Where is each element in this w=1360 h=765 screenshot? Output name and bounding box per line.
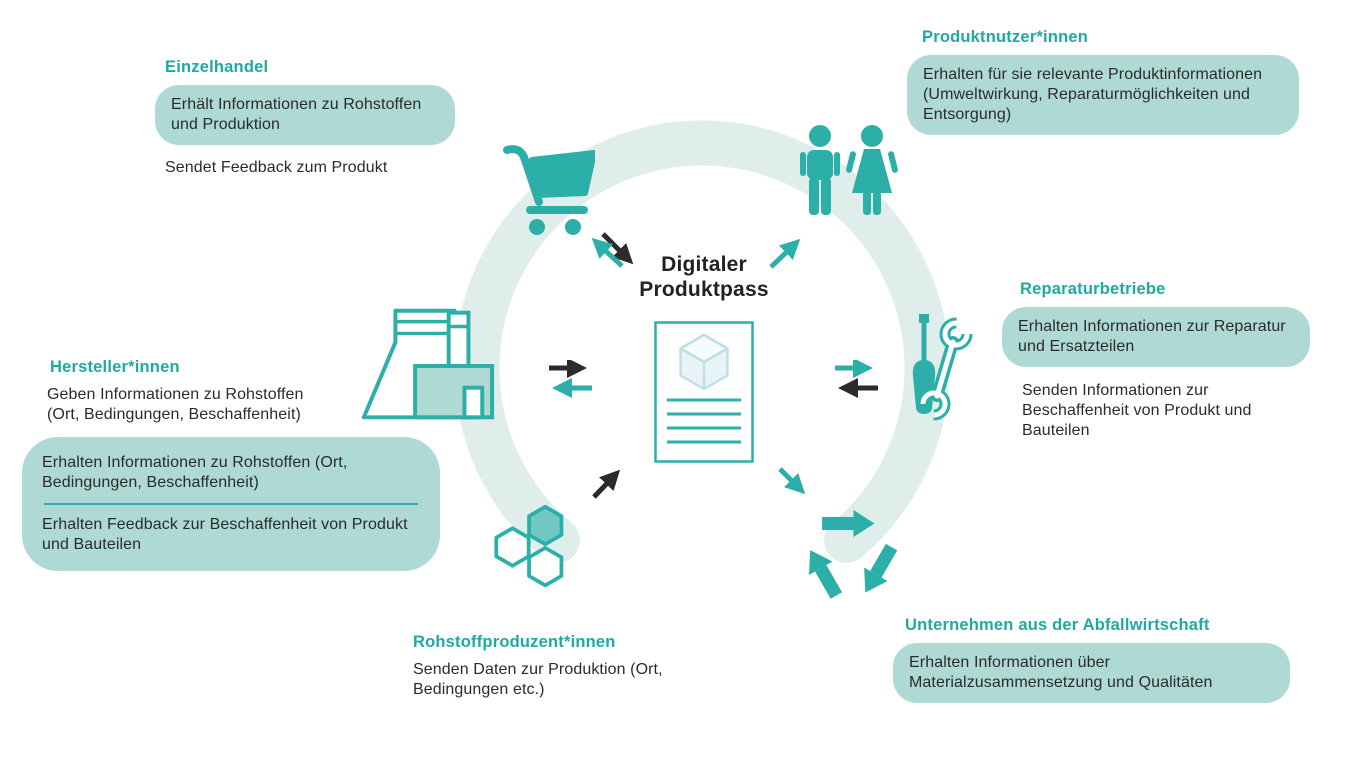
einzelhandel-pill: Erhält Informationen zu Rohstoffen und P… (155, 85, 455, 145)
product-passport-document-icon (654, 321, 754, 463)
recycle-icon (808, 509, 898, 599)
hexagons-icon (494, 504, 564, 588)
shopping-cart-icon (503, 145, 595, 235)
abfallwirtschaft-pill: Erhalten Informationen über Materialzusa… (893, 643, 1290, 703)
group-rohstoffproduzenten: Rohstoffproduzent*innen Senden Daten zur… (413, 633, 733, 700)
produktnutzer-pill: Erhalten für sie relevante Produktinform… (907, 55, 1299, 135)
rohstoffproduzenten-title: Rohstoffproduzent*innen (413, 633, 616, 651)
arrow-users-icon (769, 238, 801, 269)
hersteller-pill-top: Erhalten Informationen zu Rohstoffen (Or… (42, 454, 348, 491)
group-reparaturbetriebe: Reparaturbetriebe Erhalten Informationen… (1002, 280, 1312, 441)
users-icon (800, 125, 898, 215)
einzelhandel-title: Einzelhandel (165, 58, 269, 76)
hersteller-pill: Erhalten Informationen zu Rohstoffen (Or… (22, 437, 440, 571)
hersteller-pill-divider (44, 503, 418, 505)
factory-icon (361, 308, 495, 420)
einzelhandel-note: Sendet Feedback zum Produkt (165, 159, 388, 176)
reparaturbetriebe-pill: Erhalten Informationen zur Reparatur und… (1002, 307, 1310, 367)
tools-icon (912, 314, 973, 421)
hersteller-note: Geben Informationen zu Rohstoffen (Ort, … (47, 386, 304, 423)
arrow-pair-retail-icon (591, 232, 634, 268)
group-produktnutzer: Produktnutzer*innen Erhalten für sie rel… (907, 28, 1299, 135)
arrow-rawmaterial-icon (592, 469, 621, 499)
rohstoffproduzenten-note: Senden Daten zur Produktion (Ort, Beding… (413, 661, 663, 698)
hersteller-title: Hersteller*innen (50, 358, 180, 376)
reparaturbetriebe-note: Senden Informationen zur Beschaffenheit … (1022, 382, 1252, 439)
center-title-line2: Produktpass (639, 278, 769, 301)
arrow-waste-icon (778, 467, 806, 495)
arrow-pair-repair-icon (835, 360, 878, 398)
group-hersteller: Hersteller*innen Geben Informationen zu … (22, 358, 442, 571)
arrow-pair-manufacturer-icon (549, 360, 592, 398)
abfallwirtschaft-title: Unternehmen aus der Abfallwirtschaft (905, 616, 1210, 634)
hersteller-pill-bottom: Erhalten Feedback zur Beschaffenheit von… (42, 516, 408, 553)
reparaturbetriebe-title: Reparaturbetriebe (1020, 280, 1166, 298)
center-title-line1: Digitaler (661, 253, 747, 276)
center-title: Digitaler Produktpass (639, 252, 768, 302)
produktnutzer-title: Produktnutzer*innen (922, 28, 1089, 46)
group-einzelhandel: Einzelhandel Erhält Informationen zu Roh… (155, 58, 455, 178)
group-abfallwirtschaft: Unternehmen aus der Abfallwirtschaft Erh… (893, 616, 1291, 703)
